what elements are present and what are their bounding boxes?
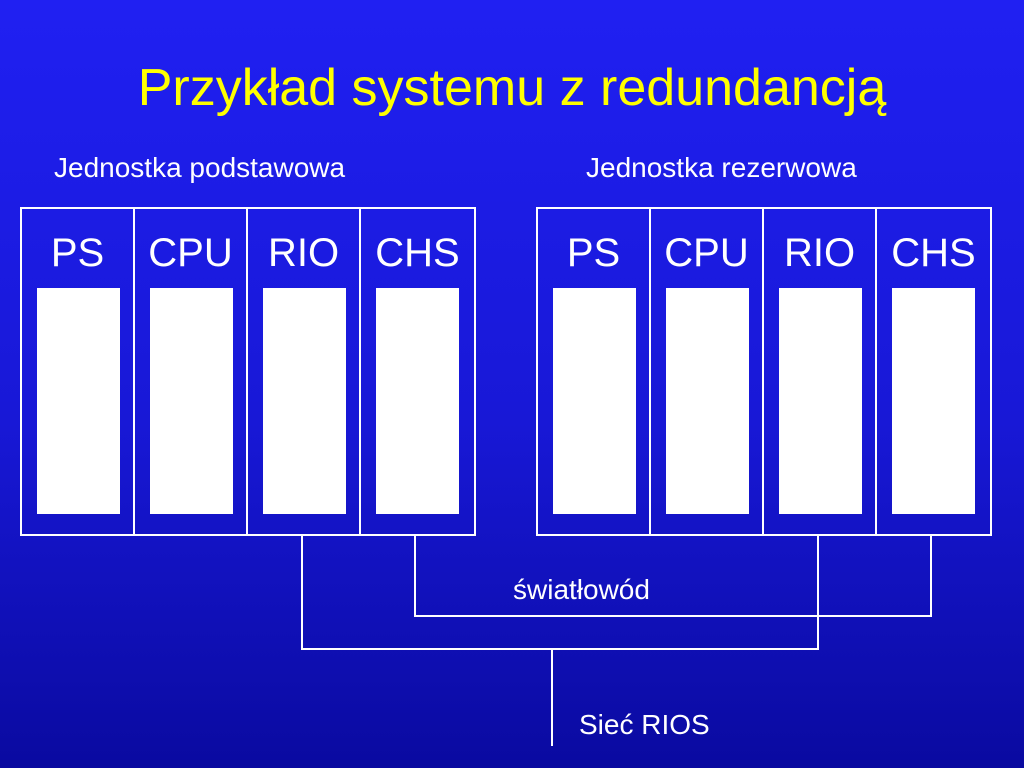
rios-network-label: Sieć RIOS: [579, 709, 710, 740]
backup-cpu-panel: [666, 288, 749, 514]
backup-cpu-module: CPU: [651, 209, 764, 534]
primary-rio-panel: [263, 288, 346, 514]
slide-title: Przykład systemu z redundancją: [137, 59, 887, 117]
backup-rio-panel: [779, 288, 862, 514]
backup-chs-module: CHS: [877, 209, 990, 534]
primary-cpu-module: CPU: [135, 209, 248, 534]
backup-chs-panel: [892, 288, 975, 514]
primary-chs-module: CHS: [361, 209, 474, 534]
fiber-label: światłowód: [513, 574, 650, 605]
backup-rio-module: RIO: [764, 209, 877, 534]
primary-chs-panel: [376, 288, 459, 514]
backup-ps-module: PS: [538, 209, 651, 534]
primary-unit-label: Jednostka podstawowa: [54, 152, 346, 183]
primary-rio-label: RIO: [267, 231, 340, 275]
primary-cpu-panel: [150, 288, 233, 514]
primary-ps-label: PS: [50, 231, 105, 275]
primary-ps-module: PS: [22, 209, 135, 534]
primary-ps-panel: [37, 288, 120, 514]
backup-cpu-label: CPU: [664, 231, 749, 275]
backup-unit-label: Jednostka rezerwowa: [586, 152, 857, 183]
fiber-link-line: [414, 536, 932, 617]
backup-ps-panel: [553, 288, 636, 514]
primary-rio-module: RIO: [248, 209, 361, 534]
backup-chs-label: CHS: [891, 231, 976, 275]
backup-rio-label: RIO: [783, 231, 856, 275]
primary-unit: PS CPU RIO CHS: [20, 207, 476, 536]
backup-ps-label: PS: [566, 231, 621, 275]
primary-chs-label: CHS: [375, 231, 460, 275]
rio-bus-line: [301, 536, 819, 650]
backup-unit: PS CPU RIO CHS: [536, 207, 992, 536]
primary-cpu-label: CPU: [148, 231, 233, 275]
